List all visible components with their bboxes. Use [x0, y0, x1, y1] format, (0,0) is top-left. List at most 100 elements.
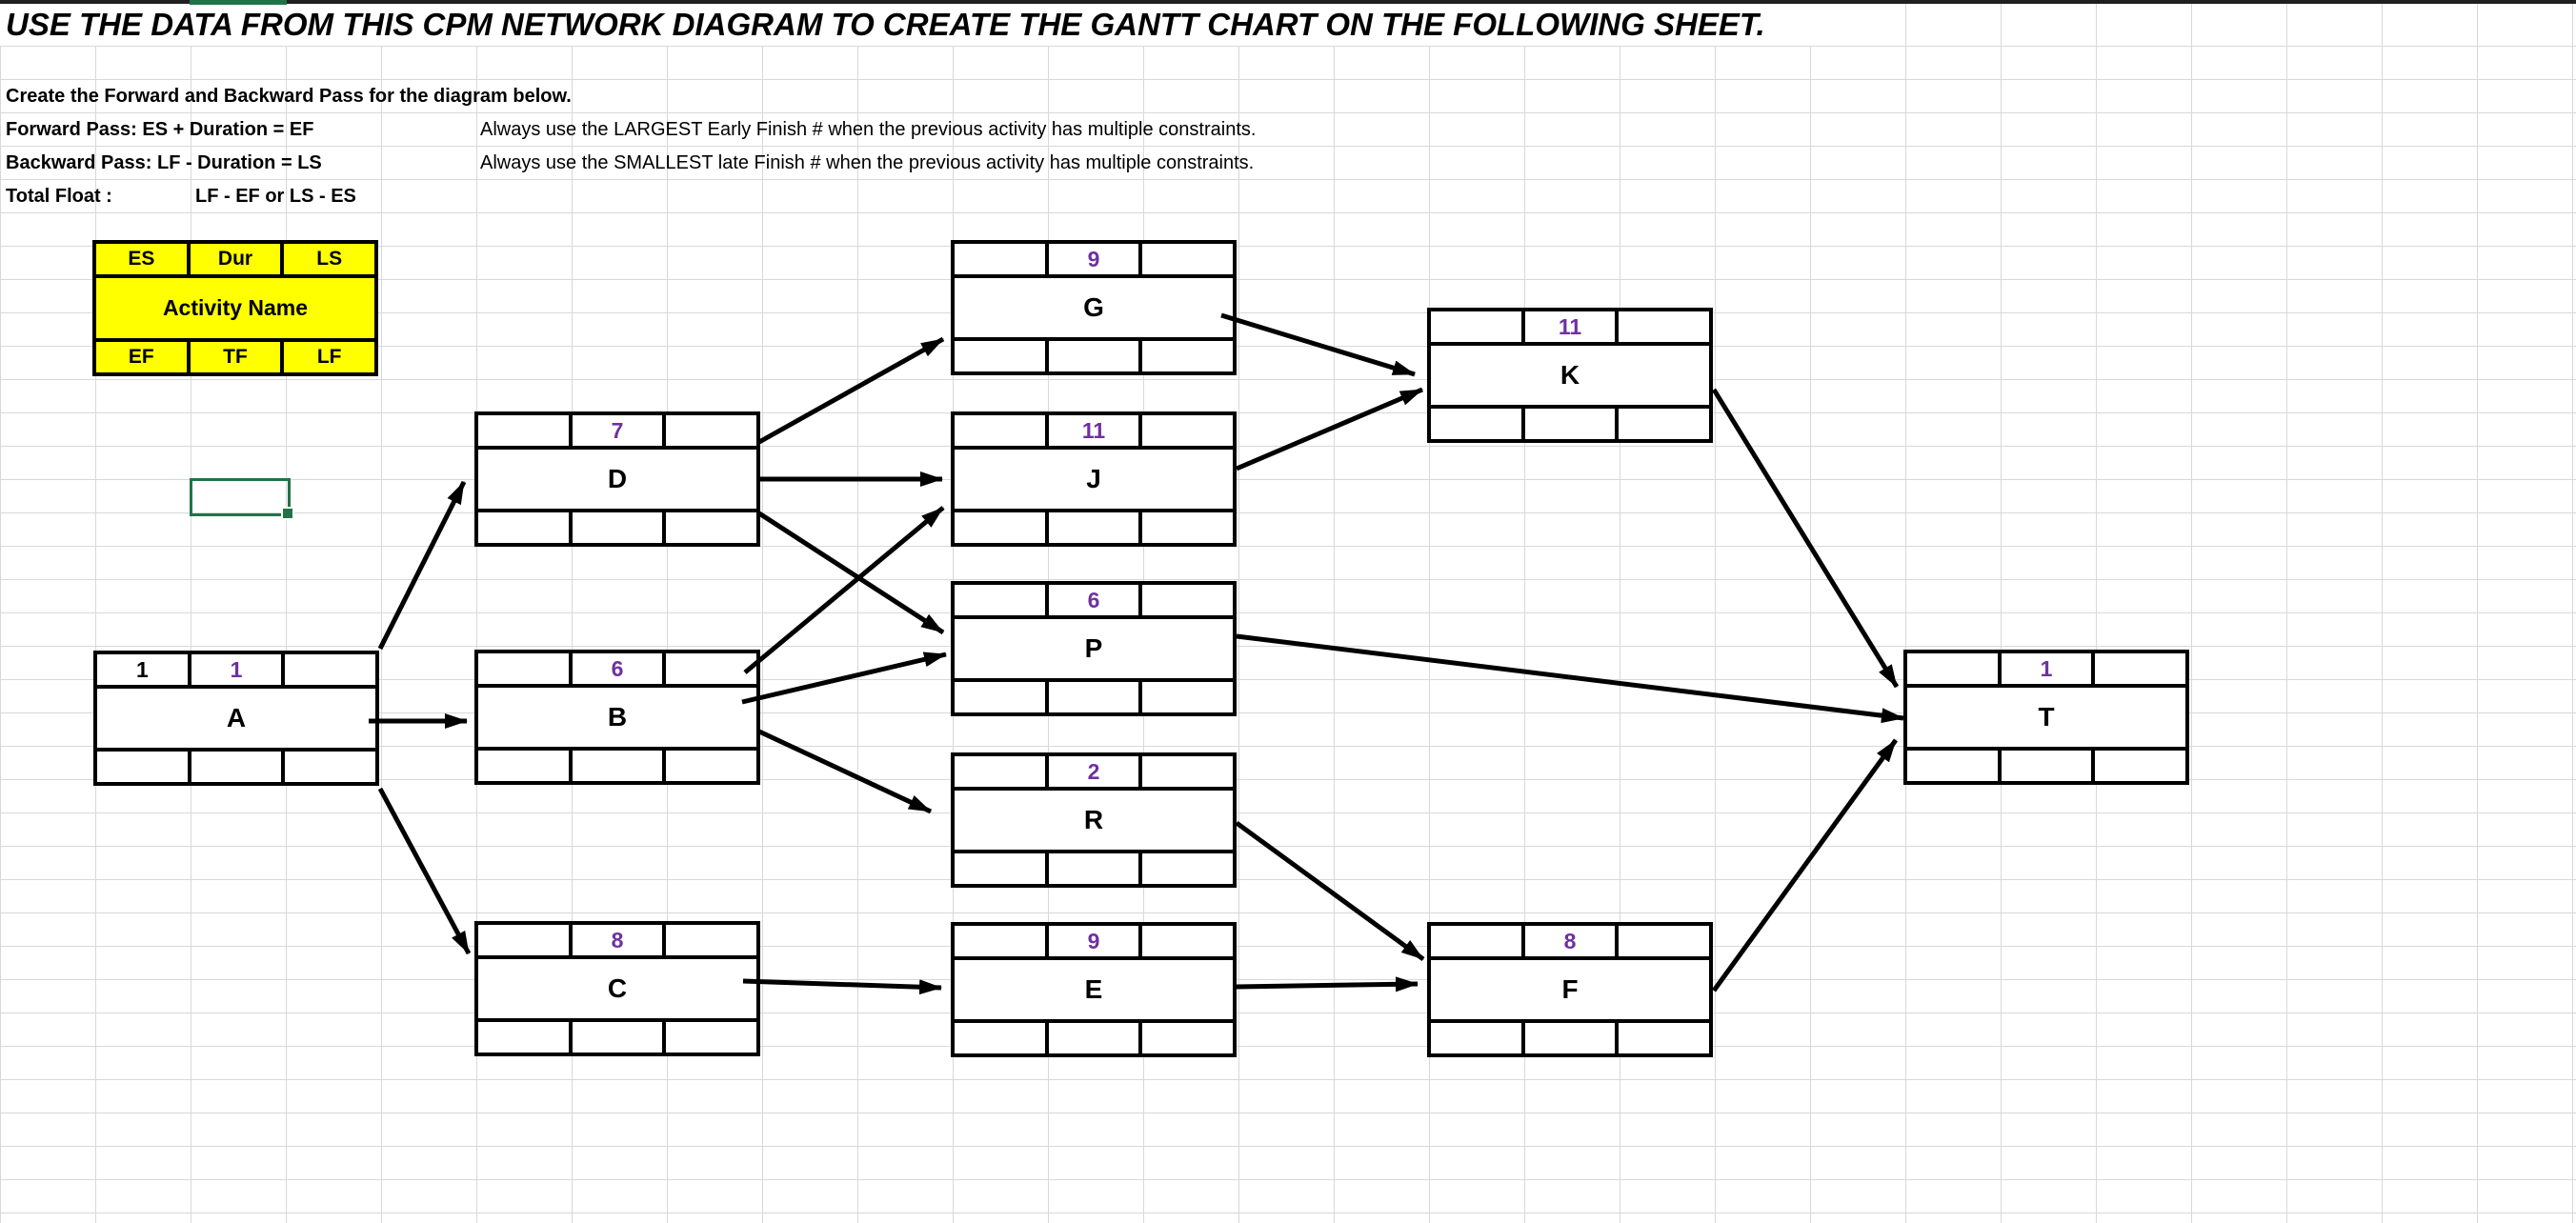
activity-name-cell[interactable]: T	[2038, 702, 2055, 732]
duration-cell[interactable]: 11	[1520, 311, 1616, 342]
lf-cell[interactable]	[1138, 341, 1233, 371]
activity-name-cell[interactable]: D	[607, 464, 628, 493]
es-cell[interactable]	[955, 415, 1045, 446]
es-cell[interactable]	[955, 756, 1045, 787]
duration-cell[interactable]: 7	[568, 415, 663, 446]
lf-cell[interactable]	[1615, 409, 1709, 439]
lf-cell[interactable]	[1138, 1023, 1233, 1053]
ls-cell[interactable]	[1138, 585, 1233, 615]
total-float-formula: LF - EF or LS - ES	[195, 186, 356, 207]
ls-cell[interactable]	[1615, 926, 1709, 956]
ef-cell[interactable]	[955, 512, 1045, 543]
es-cell[interactable]	[955, 926, 1045, 956]
duration-cell[interactable]: 11	[1044, 415, 1139, 446]
ef-cell[interactable]	[955, 341, 1045, 371]
duration-cell[interactable]: 8	[568, 925, 663, 955]
es-cell[interactable]	[1431, 926, 1521, 956]
activity-name-cell[interactable]: A	[226, 703, 247, 732]
ls-cell[interactable]	[662, 653, 756, 684]
lf-cell[interactable]	[1138, 682, 1233, 712]
legend-lf-cell: LF	[280, 342, 374, 372]
activity-name-cell[interactable]: C	[607, 973, 628, 1003]
tf-cell[interactable]	[1520, 1023, 1616, 1053]
tf-cell[interactable]	[1044, 682, 1139, 712]
es-cell[interactable]	[1431, 311, 1521, 342]
ls-cell[interactable]	[1138, 244, 1233, 274]
activity-box-D: 7 D	[474, 411, 760, 547]
activity-name-cell[interactable]: E	[1084, 974, 1103, 1004]
tf-cell[interactable]	[1044, 1023, 1139, 1053]
duration-cell[interactable]: 9	[1044, 926, 1139, 956]
es-cell[interactable]	[955, 585, 1045, 615]
ls-cell[interactable]	[1138, 926, 1233, 956]
activity-name-cell[interactable]: P	[1084, 633, 1103, 663]
total-float-label: Total Float :	[6, 186, 112, 207]
activity-name-cell[interactable]: K	[1560, 360, 1580, 390]
tf-cell[interactable]	[568, 751, 663, 781]
tf-cell[interactable]	[1044, 853, 1139, 884]
duration-cell[interactable]: 8	[1520, 926, 1616, 956]
ef-cell[interactable]	[478, 751, 569, 781]
activity-name-cell[interactable]: R	[1083, 805, 1104, 834]
legend-box: ES Dur LS Activity Name EF TF LF	[92, 240, 378, 376]
duration-cell[interactable]: 1	[187, 654, 282, 685]
legend-ef-cell: EF	[128, 346, 154, 368]
lf-cell[interactable]	[662, 1022, 756, 1053]
tf-cell[interactable]	[1044, 341, 1139, 371]
ls-cell[interactable]	[2091, 653, 2185, 684]
duration-cell[interactable]: 6	[1044, 585, 1139, 615]
activity-name-cell[interactable]: J	[1086, 464, 1101, 493]
tf-cell[interactable]	[187, 752, 282, 782]
ls-cell[interactable]	[1138, 415, 1233, 446]
activity-box-T: 1 T	[1903, 650, 2189, 785]
lf-cell[interactable]	[281, 752, 375, 782]
lf-cell[interactable]	[1138, 512, 1233, 543]
lf-cell[interactable]	[2091, 751, 2185, 781]
ls-cell[interactable]	[1138, 756, 1233, 787]
activity-box-C: 8 C	[474, 921, 760, 1056]
duration-cell[interactable]: 9	[1044, 244, 1139, 274]
backward-pass-formula: Backward Pass: LF - Duration = LS	[6, 152, 322, 173]
fill-handle[interactable]	[281, 507, 294, 520]
tf-cell[interactable]	[568, 512, 663, 543]
activity-name-cell[interactable]: F	[1561, 974, 1579, 1004]
lf-cell[interactable]	[662, 751, 756, 781]
legend-tf-cell: TF	[186, 342, 281, 372]
tf-cell[interactable]	[1044, 512, 1139, 543]
lf-cell[interactable]	[662, 512, 756, 543]
forward-pass-formula: Forward Pass: ES + Duration = EF	[6, 119, 314, 140]
es-cell[interactable]: 1	[135, 656, 149, 682]
es-cell[interactable]	[1907, 653, 1998, 684]
ls-cell[interactable]	[1615, 311, 1709, 342]
ef-cell[interactable]	[955, 853, 1045, 884]
tf-cell[interactable]	[1520, 409, 1616, 439]
ef-cell[interactable]	[1431, 409, 1521, 439]
tf-cell[interactable]	[1997, 751, 2092, 781]
ef-cell[interactable]	[1907, 751, 1998, 781]
ls-cell[interactable]	[662, 415, 756, 446]
duration-cell[interactable]: 6	[568, 653, 663, 684]
ef-cell[interactable]	[478, 1022, 569, 1053]
ef-cell[interactable]	[478, 512, 569, 543]
duration-cell[interactable]: 1	[1997, 653, 2092, 684]
ls-cell[interactable]	[281, 654, 375, 685]
es-cell[interactable]	[955, 244, 1045, 274]
ef-cell[interactable]	[1431, 1023, 1521, 1053]
es-cell[interactable]	[478, 653, 569, 684]
es-cell[interactable]	[478, 925, 569, 955]
selected-cell-outline[interactable]	[190, 478, 294, 520]
lf-cell[interactable]	[1615, 1023, 1709, 1053]
ef-cell[interactable]	[955, 1023, 1045, 1053]
activity-name-cell[interactable]: B	[607, 702, 628, 732]
ef-cell[interactable]	[955, 682, 1045, 712]
activity-box-K: 11 K	[1427, 308, 1713, 443]
ef-cell[interactable]	[97, 752, 188, 782]
lf-cell[interactable]	[1138, 853, 1233, 884]
activity-name-cell[interactable]: G	[1083, 292, 1104, 322]
duration-cell[interactable]: 2	[1044, 756, 1139, 787]
es-cell[interactable]	[478, 415, 569, 446]
tf-cell[interactable]	[568, 1022, 663, 1053]
activity-box-J: 11 J	[951, 411, 1237, 547]
ls-cell[interactable]	[662, 925, 756, 955]
